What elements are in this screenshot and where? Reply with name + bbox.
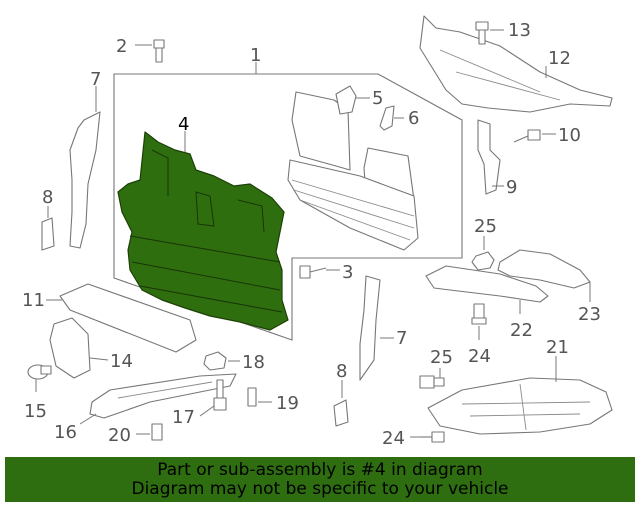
part-21-lower-shield[interactable] [427, 356, 613, 435]
callout-25-lower: 25 [430, 347, 453, 368]
part-25-lower-nut[interactable] [419, 368, 445, 389]
part-9-bracket[interactable] [477, 119, 504, 195]
callout-24-lower: 24 [382, 428, 405, 449]
part-23-shield[interactable] [497, 249, 591, 302]
callout-20: 20 [108, 425, 131, 446]
callout-14: 14 [110, 351, 133, 372]
callout-18: 18 [242, 352, 265, 373]
part-15-push-pin[interactable] [27, 364, 52, 392]
part-25-upper-nut[interactable] [471, 236, 495, 271]
callout-5: 5 [372, 88, 383, 109]
part-14-plate[interactable] [49, 317, 109, 379]
callout-1: 1 [250, 45, 261, 66]
callout-9: 9 [506, 177, 517, 198]
part-3-bolt[interactable] [299, 265, 340, 279]
part-12-upper-shield[interactable] [419, 15, 613, 113]
callout-22: 22 [510, 320, 533, 341]
part-18-nut[interactable] [203, 351, 240, 371]
callout-17: 17 [172, 407, 195, 428]
part-8-left-clip[interactable] [41, 206, 55, 251]
callout-21: 21 [546, 337, 569, 358]
callout-6: 6 [408, 108, 419, 129]
callout-2: 2 [116, 36, 127, 57]
callout-25-upper: 25 [474, 216, 497, 237]
part-10-bolt[interactable] [513, 129, 556, 143]
part-22-shield[interactable] [425, 265, 549, 314]
callout-13: 13 [508, 20, 531, 41]
part-24-lower-bolt[interactable] [410, 431, 445, 443]
part-7-left-bracket[interactable] [69, 86, 101, 249]
banner-line-2: Diagram may not be specific to your vehi… [131, 479, 509, 499]
callout-12: 12 [548, 48, 571, 69]
part-11-panel[interactable] [46, 283, 197, 353]
part-5-bracket[interactable] [335, 85, 370, 115]
callout-10: 10 [558, 125, 581, 146]
part-16-splash-bar[interactable] [79, 373, 237, 425]
part-20-screw[interactable] [136, 423, 163, 441]
callout-23: 23 [578, 304, 601, 325]
part-1-panels[interactable] [287, 91, 419, 251]
callout-16: 16 [54, 422, 77, 443]
part-8-right-clip[interactable] [333, 380, 349, 427]
banner-line-1: Part or sub-assembly is #4 in diagram [157, 460, 483, 480]
part-4-highlighted[interactable] [117, 131, 289, 331]
callout-7-right: 7 [396, 328, 407, 349]
part-24-upper-bolt[interactable] [471, 303, 487, 340]
part-2-bolt[interactable] [135, 39, 165, 63]
callout-3: 3 [342, 262, 353, 283]
part-7-right-bracket[interactable] [359, 275, 394, 381]
callout-4: 4 [178, 114, 189, 135]
part-13-bolt[interactable] [475, 21, 504, 45]
parts-diagram: 1 2 3 4 5 6 7 7 8 8 9 10 11 12 13 14 15 … [22, 15, 613, 449]
callout-8-right: 8 [336, 361, 347, 382]
callout-11: 11 [22, 290, 45, 311]
callout-8-left: 8 [42, 187, 53, 208]
part-info-banner: Part or sub-assembly is #4 in diagram Di… [5, 457, 635, 502]
part-17-bolt[interactable] [199, 379, 227, 417]
part-19-clip[interactable] [247, 387, 272, 407]
callout-24-upper: 24 [468, 346, 491, 367]
callout-15: 15 [24, 401, 47, 422]
part-6-clip[interactable] [379, 105, 404, 131]
callout-19: 19 [276, 393, 299, 414]
callout-7-left: 7 [90, 69, 101, 90]
